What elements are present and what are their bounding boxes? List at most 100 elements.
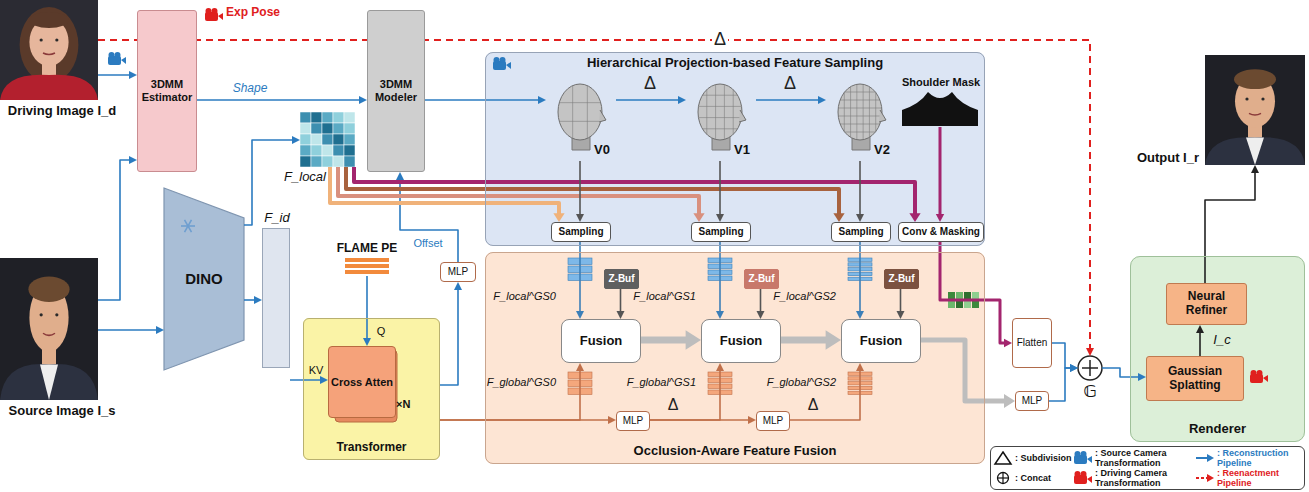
mesh-line bbox=[844, 92, 845, 131]
arrowhead bbox=[576, 363, 584, 371]
connector-line bbox=[440, 288, 458, 385]
photo-hair bbox=[20, 7, 79, 83]
arrowhead bbox=[1004, 394, 1015, 408]
panel-title: Transformer bbox=[304, 441, 439, 455]
mask-feature-cell bbox=[948, 292, 955, 299]
connector-line bbox=[425, 99, 540, 101]
connector-label: Δ bbox=[806, 396, 821, 414]
legend-text: : Reenactment Pipeline bbox=[1217, 468, 1304, 488]
feature-cell bbox=[311, 156, 322, 167]
photo-background bbox=[0, 0, 98, 100]
mesh-head-figure bbox=[698, 84, 746, 150]
connector bbox=[363, 276, 371, 346]
node-label: Fusion bbox=[860, 334, 903, 349]
connector-line bbox=[1049, 368, 1072, 401]
connector-line bbox=[939, 127, 942, 216]
legend-entry: : Concat bbox=[993, 471, 1073, 485]
connector bbox=[940, 242, 1012, 347]
mask-feature-cell bbox=[956, 292, 963, 299]
feature-cell bbox=[300, 134, 311, 145]
camera-lens bbox=[1087, 456, 1092, 463]
legend-text: : Subdivision bbox=[1015, 453, 1072, 463]
legend-entry: : Reenactment Pipeline bbox=[1195, 468, 1304, 488]
connector bbox=[716, 242, 724, 319]
arrowhead bbox=[454, 282, 462, 290]
connector-label: Δ bbox=[782, 74, 798, 94]
arrowhead bbox=[856, 363, 864, 371]
connector bbox=[897, 289, 905, 319]
connector-line bbox=[900, 289, 902, 313]
camera-reel bbox=[109, 52, 115, 58]
encoding-bar bbox=[345, 264, 389, 268]
arrowhead bbox=[897, 311, 905, 319]
connector-line bbox=[620, 289, 622, 313]
mesh-head-figure bbox=[558, 84, 606, 150]
connector-label: Shape bbox=[231, 82, 270, 95]
text-label: F_global^GS2 bbox=[767, 376, 836, 389]
camera-lens bbox=[506, 62, 511, 69]
identity-feature: F_id bbox=[262, 228, 290, 368]
node-caption: V0 bbox=[594, 143, 610, 158]
mesh-line bbox=[875, 92, 876, 131]
connector bbox=[440, 363, 584, 420]
estimator-box: 3DMM Estimator bbox=[137, 10, 197, 172]
photo-eye bbox=[1245, 97, 1248, 100]
renderer-panel: RendererNeural RefinerGaussian Splatting bbox=[1130, 256, 1305, 442]
photo-clothes bbox=[1205, 137, 1305, 165]
feature-cell bbox=[311, 134, 322, 145]
encoding-bar bbox=[345, 270, 389, 274]
connector bbox=[1205, 165, 1259, 283]
connector-label: Δ bbox=[666, 396, 681, 414]
concat-circle bbox=[1078, 356, 1102, 380]
connector bbox=[440, 416, 616, 424]
panel-fill bbox=[485, 252, 985, 464]
connector-line bbox=[346, 167, 839, 216]
frozen-icon-ray bbox=[185, 220, 192, 232]
connector-line bbox=[616, 99, 680, 101]
connector-line bbox=[330, 167, 559, 216]
mesh-line bbox=[715, 85, 716, 140]
mask-feature-cell bbox=[964, 292, 971, 299]
connector-line bbox=[290, 379, 322, 381]
arrowhead bbox=[818, 96, 826, 104]
text-label: F_local^GS2 bbox=[773, 290, 836, 303]
connector bbox=[756, 96, 826, 104]
node-label: Conv & Masking bbox=[902, 226, 980, 238]
photo-background bbox=[0, 258, 98, 400]
legend-text: : Source Camera Transformation bbox=[1095, 448, 1195, 468]
connector-line bbox=[354, 167, 915, 216]
shoulder-silhouette bbox=[902, 92, 978, 126]
mesh-nose bbox=[879, 110, 886, 122]
flatten-box: Flatten bbox=[1012, 318, 1052, 368]
frozen-icon-ray bbox=[185, 220, 192, 232]
feature-cell bbox=[333, 134, 344, 145]
node-label: MLP bbox=[763, 415, 784, 427]
camera-reel bbox=[1251, 370, 1257, 376]
connector bbox=[1049, 364, 1078, 401]
arrowhead bbox=[359, 96, 367, 104]
mesh-line bbox=[869, 87, 870, 138]
feature-cell bbox=[333, 156, 344, 167]
mesh-line bbox=[838, 116, 882, 117]
connector-line bbox=[98, 329, 158, 331]
legend-text: : Concat bbox=[1015, 473, 1051, 483]
mesh-line bbox=[845, 92, 876, 93]
connector-line bbox=[197, 99, 361, 101]
connector-line bbox=[1052, 343, 1072, 368]
sampling-box: Sampling bbox=[551, 222, 611, 242]
arrowhead bbox=[716, 363, 724, 371]
feature-cell bbox=[322, 134, 333, 145]
legend-sample bbox=[1195, 471, 1215, 485]
feature-cell bbox=[344, 145, 355, 156]
mesh-line bbox=[856, 84, 857, 139]
node-caption: Shoulder Mask bbox=[902, 76, 980, 89]
connector-line bbox=[859, 161, 861, 216]
pipeline-line bbox=[1196, 477, 1208, 479]
node-label: MLP bbox=[623, 415, 644, 427]
photo-eye bbox=[55, 38, 58, 41]
zbuffer-box: Z-Buf bbox=[744, 269, 779, 289]
node-caption: FLAME PE bbox=[337, 242, 398, 256]
fusion-panel: Occlusion-Aware Feature FusionZ-BufZ-Buf… bbox=[485, 252, 985, 464]
camera-reel bbox=[1075, 451, 1081, 457]
